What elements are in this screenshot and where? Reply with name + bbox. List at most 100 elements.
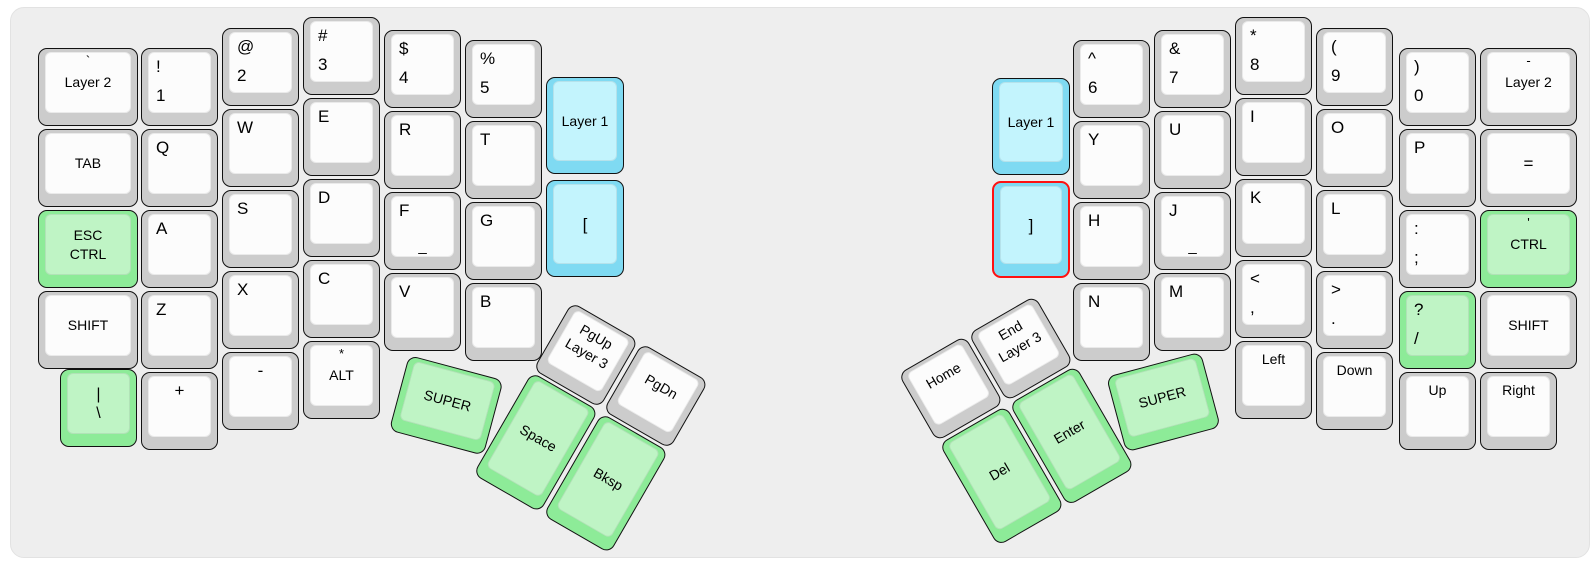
key-legend-line: Right [1502,382,1535,398]
keycap-top: SUPER [1113,357,1211,438]
key-j[interactable]: J_ [1154,192,1231,270]
key-d[interactable]: D [303,179,380,257]
key-layer1-right[interactable]: Layer 1 [992,78,1070,175]
key-layer2-left[interactable]: `Layer 2 [38,48,138,126]
key-amp-7[interactable]: &7 [1154,30,1231,108]
key-legend: + [149,377,210,436]
key-m[interactable]: M [1154,273,1231,351]
keycap-top: Layer 1 [999,82,1063,162]
keycap-top: SUPER [398,360,496,442]
key-legend-line: CTRL [69,245,107,262]
key-question-slash[interactable]: ?/ [1399,291,1476,369]
key-legend-line: 0 [1414,86,1424,105]
key-shift-right[interactable]: SHIFT [1480,291,1577,369]
key-legend-line: Home [923,359,964,392]
key-f[interactable]: F_ [384,192,461,270]
key-legend: B [473,288,534,347]
key-asterisk-8[interactable]: *8 [1235,17,1312,95]
key-shift-left[interactable]: SHIFT [38,291,138,369]
key-v[interactable]: V [384,273,461,351]
key-legend: SUPER [1115,359,1209,437]
keycap-top: Right [1487,376,1550,437]
key-legend-line: * [1250,26,1257,45]
key-x[interactable]: X [222,271,299,349]
key-legend-line: > [1331,280,1341,299]
key-legend-line: [ [582,214,588,234]
keycap-top: D [310,183,373,244]
key-legend: Q [149,134,210,193]
key-legend-line: U [1169,120,1182,139]
key-n[interactable]: N [1073,283,1150,361]
key-legend: #3 [311,22,372,81]
key-legend: E [311,103,372,162]
key-caret-6[interactable]: ^6 [1073,40,1150,118]
key-c[interactable]: C [303,260,380,338]
key-z[interactable]: Z [141,291,218,369]
key-p[interactable]: P [1399,129,1476,207]
key-lparen-9[interactable]: (9 [1316,28,1393,106]
key-t[interactable]: T [465,121,542,199]
key-minus[interactable]: - [222,352,299,430]
key-legend-line: ALT [329,367,354,383]
key-b[interactable]: B [465,283,542,361]
key-quote-ctrl[interactable]: 'CTRL [1480,210,1577,288]
key-rparen-0[interactable]: )0 [1399,48,1476,126]
key-hash-3[interactable]: #3 [303,17,380,95]
keycap-top: Home [906,342,992,427]
key-legend: Layer 1 [554,82,616,160]
key-exclam-1[interactable]: !1 [141,48,218,126]
key-minus-layer2[interactable]: -Layer 2 [1480,48,1577,126]
key-y[interactable]: Y [1073,121,1150,199]
keycap-top: X [229,275,292,336]
key-legend-line: Enter [1050,416,1088,447]
keycap-top: S [229,194,292,255]
key-percent-5[interactable]: %5 [465,40,542,118]
key-o[interactable]: O [1316,109,1393,187]
key-e[interactable]: E [303,98,380,176]
key-legend-line: \ [96,404,101,422]
key-w[interactable]: W [222,109,299,187]
keycap-top: L [1323,194,1386,255]
key-plus[interactable]: + [141,372,218,450]
key-legend: :; [1407,215,1468,274]
key-super-right[interactable]: SUPER [1106,351,1221,453]
key-greater-period[interactable]: >. [1316,271,1393,349]
key-arrow-right[interactable]: Right [1480,372,1557,450]
key-legend: SHIFT [1488,296,1569,355]
key-a[interactable]: A [141,210,218,288]
key-l[interactable]: L [1316,190,1393,268]
key-pipe-backslash[interactable]: |\ [60,369,137,447]
key-g[interactable]: G [465,202,542,280]
key-legend-line: Space [517,421,560,455]
key-at-2[interactable]: @2 [222,28,299,106]
key-colon-semicolon[interactable]: :; [1399,210,1476,288]
key-equals[interactable]: = [1480,129,1577,207]
key-arrow-up[interactable]: Up [1399,372,1476,450]
key-h[interactable]: H [1073,202,1150,280]
key-layer1-left[interactable]: Layer 1 [546,77,624,174]
key-arrow-down[interactable]: Down [1316,352,1393,430]
key-q[interactable]: Q [141,129,218,207]
key-tab[interactable]: TAB [38,129,138,207]
key-legend: ^6 [1081,45,1142,104]
key-legend: @2 [230,33,291,92]
keycap-top: P [1406,133,1469,194]
key-s[interactable]: S [222,190,299,268]
key-asterisk-alt[interactable]: *ALT [303,341,380,419]
key-arrow-left[interactable]: Left [1235,341,1312,419]
key-legend-line: 2 [237,66,247,85]
key-left-bracket[interactable]: [ [546,180,624,277]
key-i[interactable]: I [1235,98,1312,176]
key-right-bracket[interactable]: ] [992,181,1070,278]
key-u[interactable]: U [1154,111,1231,189]
key-legend: I [1243,103,1304,162]
key-legend: >. [1324,276,1385,335]
key-r[interactable]: R [384,111,461,189]
key-k[interactable]: K [1235,179,1312,257]
key-super-left[interactable]: SUPER [388,355,504,456]
key-dollar-4[interactable]: $4 [384,30,461,108]
key-less-comma[interactable]: <, [1235,260,1312,338]
key-legend: ?/ [1407,296,1468,355]
